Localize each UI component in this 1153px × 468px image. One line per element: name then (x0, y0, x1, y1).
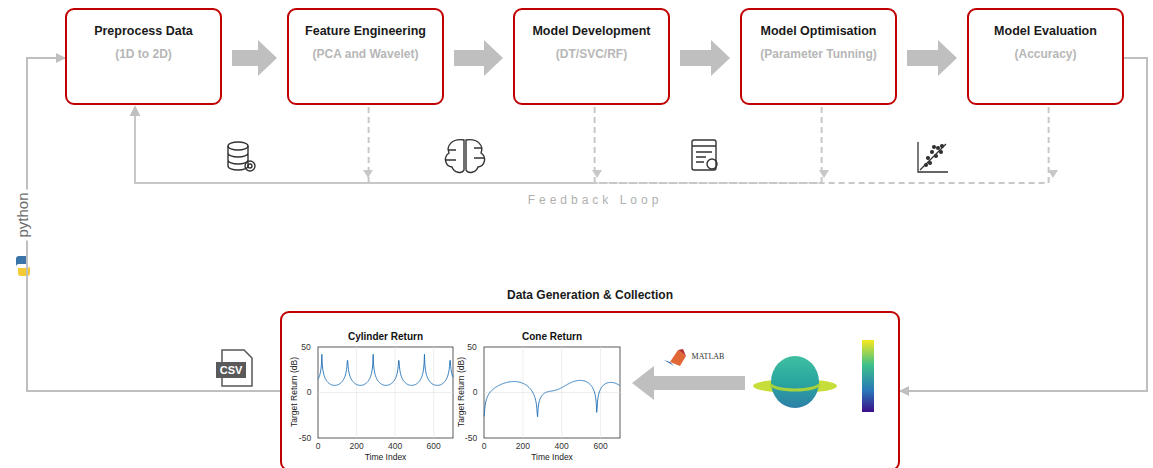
flow-arrow (232, 50, 258, 66)
process-box: Feature Engineering (PCA and Wavelet) (287, 8, 444, 105)
tick: 600 (427, 442, 441, 451)
tick: 0 (473, 388, 478, 397)
brain-icon (445, 140, 484, 173)
flow-arrow (680, 50, 711, 66)
rcs-sphere (753, 340, 874, 412)
process-arrow (632, 366, 745, 400)
tick: 50 (467, 343, 476, 352)
box-title: Model Development (532, 24, 650, 38)
tick: 0 (482, 442, 487, 451)
tick: -50 (299, 434, 311, 443)
axis-label: Target Return (dB) (290, 357, 299, 427)
box-subtitle: (PCA and Wavelet) (313, 47, 419, 61)
box-subtitle: (Parameter Tunning) (760, 47, 876, 61)
feedback-heads (363, 170, 1058, 178)
flow-arrow (454, 50, 484, 66)
file-label: CSV (220, 365, 243, 376)
box-subtitle: (DT/SVC/RF) (556, 47, 627, 61)
database-icon (228, 142, 255, 171)
loop-line (27, 58, 280, 391)
process-box: Model Evaluation (Accuracy) (967, 8, 1124, 105)
feedback-line (135, 107, 369, 183)
box-subtitle: (Accuracy) (1014, 47, 1076, 61)
tick: 600 (594, 442, 608, 451)
box-subtitle: (1D to 2D) (115, 47, 172, 61)
matlab-logo (664, 349, 686, 366)
tick: 50 (301, 343, 310, 352)
axis-label: Time Index (531, 453, 573, 462)
dashboard-icon (692, 140, 717, 170)
tool-label: MATLAB (692, 353, 725, 361)
box-title: Feature Engineering (305, 24, 426, 38)
scatter-icon (918, 142, 948, 172)
plot-title: Cone Return (522, 332, 582, 342)
tool-label: python (13, 189, 32, 240)
box-title: Model Evaluation (994, 24, 1097, 38)
flow-arrow (907, 50, 938, 66)
cylinder-curve (318, 354, 453, 385)
tick: -50 (465, 434, 477, 443)
box-title: Model Optimisation (761, 24, 877, 38)
axis-label: Time Index (365, 453, 407, 462)
tick: 0 (316, 442, 321, 451)
signal-plots (318, 347, 620, 438)
box-title: Data Generation & Collection (282, 288, 898, 302)
loop-label: Feedback Loop (528, 194, 663, 206)
cone-curve (484, 380, 620, 416)
feedback-line (135, 107, 1049, 183)
tick: 400 (555, 442, 569, 451)
axis-label: Target Return (dB) (457, 357, 466, 427)
box-title: Preprocess Data (94, 24, 193, 38)
plot-title: Cylinder Return (348, 332, 423, 342)
tick: 200 (516, 442, 530, 451)
tick: 200 (350, 442, 364, 451)
process-box: Preprocess Data (1D to 2D) (65, 8, 222, 105)
feedback-line (135, 107, 595, 183)
process-box: Model Development (DT/SVC/RF) (513, 8, 670, 105)
tick: 0 (307, 388, 312, 397)
process-box: Model Optimisation (Parameter Tunning) (740, 8, 897, 105)
loop-line (900, 58, 1147, 391)
tick: 400 (388, 442, 402, 451)
csv-icon (216, 350, 252, 386)
feedback-line (135, 107, 822, 183)
